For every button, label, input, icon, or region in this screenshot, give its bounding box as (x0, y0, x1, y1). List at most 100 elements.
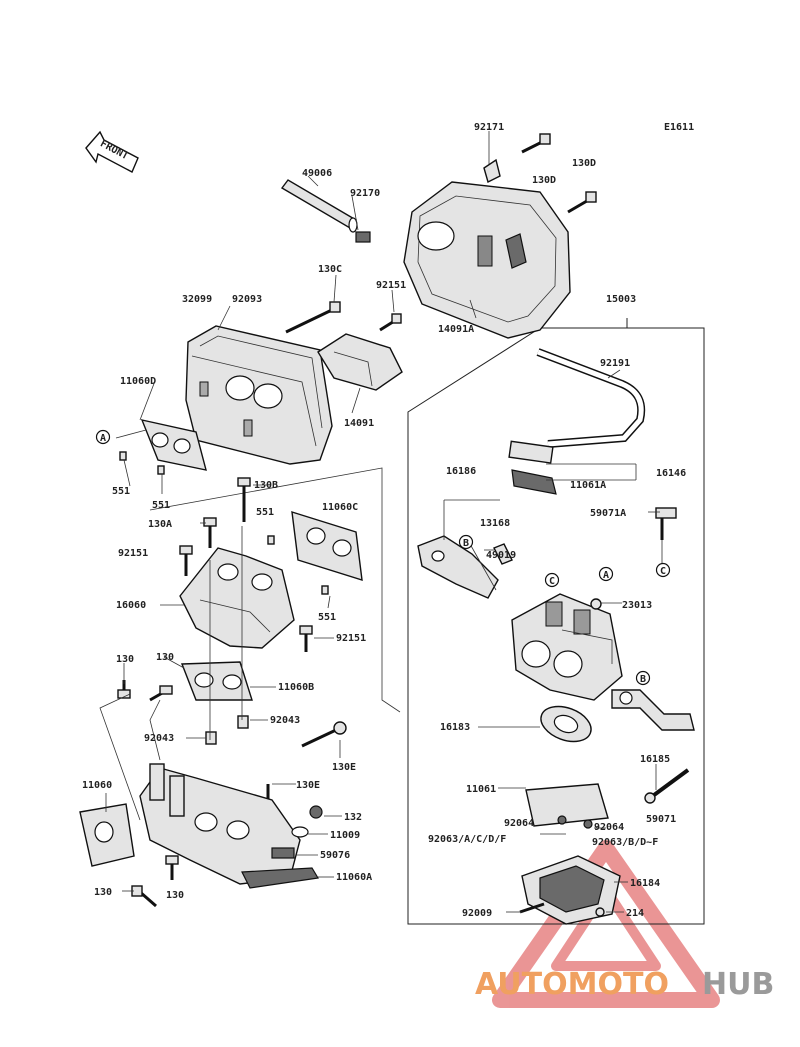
bolt-130b (237, 477, 251, 522)
manifold-frame (149, 467, 401, 713)
label-23013: 23013 (622, 600, 652, 611)
label-130e-2: 130E (296, 780, 320, 791)
leader-lines (99, 131, 663, 913)
gasket-11060c (291, 511, 363, 581)
ref-circle-a-left: A (95, 429, 111, 445)
bolt-130d-top (521, 133, 551, 154)
bolt-92151-mid (179, 545, 193, 576)
clamp (483, 158, 501, 184)
collar-92043-b (237, 715, 249, 729)
label-11060b: 11060B (278, 682, 314, 693)
label-551-d: 551 (318, 612, 336, 623)
bolt-130-b (149, 685, 173, 702)
part-59076 (271, 847, 295, 859)
label-92063-acdf: 92063/A/C/D/F (428, 834, 506, 845)
label-551-c: 551 (256, 507, 274, 518)
fitting-16146 (508, 440, 554, 464)
label-92191: 92191 (600, 358, 630, 369)
float-bowl-16184 (521, 855, 621, 925)
label-92093: 92093 (232, 294, 262, 305)
label-16184: 16184 (630, 878, 660, 889)
gasket-11060a (241, 867, 319, 889)
label-551-b: 551 (152, 500, 170, 511)
carburetor-body (511, 593, 623, 701)
label-92151-right: 92151 (336, 633, 366, 644)
bolt-130-d (165, 855, 179, 880)
label-92043-a: 92043 (144, 733, 174, 744)
label-16186: 16186 (446, 466, 476, 477)
gasket-11060b (180, 661, 253, 701)
spring-49019 (493, 543, 513, 565)
bracket (317, 333, 403, 391)
ref-circle-c-mid: C (544, 572, 560, 588)
air-box (403, 181, 571, 339)
label-16146: 16146 (656, 468, 686, 479)
label-11061: 11061 (466, 784, 496, 795)
label-11060c: 11060C (322, 502, 358, 513)
label-130b: 130B (254, 480, 278, 491)
manifold-16060 (179, 547, 295, 649)
label-11060: 11060 (82, 780, 112, 791)
label-59071: 59071 (646, 814, 676, 825)
label-92063-bdf: 92063/B/D~F (592, 837, 658, 848)
label-130c: 130C (318, 264, 342, 275)
dowel-551-b (157, 465, 165, 475)
fuel-hose (536, 348, 646, 448)
label-92151-mid: 92151 (118, 548, 148, 559)
ref-circle-b-left: B (458, 534, 474, 550)
label-214: 214 (626, 908, 644, 919)
ref-circle-a-right: A (598, 566, 614, 582)
diagram-code: E1611 (664, 122, 694, 133)
ref-label: B (640, 674, 646, 685)
label-92151-top: 92151 (376, 280, 406, 291)
label-130a: 130A (148, 519, 172, 530)
dowel-551-c (267, 535, 275, 545)
bolt-130d-right (567, 191, 597, 214)
label-11060a: 11060A (336, 872, 372, 883)
label-130-a: 130 (116, 654, 134, 665)
throttle-linkage (611, 689, 695, 731)
dowel-551-d (321, 585, 329, 595)
bolt-130e (301, 721, 347, 748)
watermark-text-1: AUTOMOTO (475, 967, 669, 1002)
screw-214 (595, 907, 605, 917)
ref-label: C (549, 576, 555, 587)
intake-base (139, 763, 301, 885)
front-arrow-icon: FRONT (85, 130, 139, 173)
label-14091: 14091 (344, 418, 374, 429)
label-130-d: 130 (166, 890, 184, 901)
ref-label: A (100, 433, 106, 444)
label-11061a: 11061A (570, 480, 606, 491)
ref-label: B (463, 538, 469, 549)
screw-92064-b (583, 819, 593, 829)
carburetor-assembly-frame (407, 318, 705, 925)
screw-92064-a (557, 815, 567, 825)
label-130e-1: 130E (332, 762, 356, 773)
gasket-11060 (79, 803, 135, 867)
label-92064-a: 92064 (504, 818, 534, 829)
screw-92009 (519, 902, 545, 914)
label-92170: 92170 (350, 188, 380, 199)
label-92171: 92171 (474, 122, 504, 133)
gasket-11061 (525, 783, 609, 827)
label-14091a: 14091A (438, 324, 474, 335)
bolt-130c (285, 301, 341, 334)
label-59076: 59076 (320, 850, 350, 861)
label-16060: 16060 (116, 600, 146, 611)
bolt-130a (203, 517, 217, 548)
label-11060d: 11060D (120, 376, 156, 387)
clip (355, 231, 371, 243)
label-15003: 15003 (606, 294, 636, 305)
label-130d-2: 130D (532, 175, 556, 186)
label-130d-1: 130D (572, 158, 596, 169)
gasket-11009 (291, 826, 309, 838)
bolt-92151-top (379, 313, 402, 332)
label-130-b: 130 (156, 652, 174, 663)
diaphragm-16183 (540, 705, 592, 743)
label-49006: 49006 (302, 168, 332, 179)
label-32099: 32099 (182, 294, 212, 305)
bolt-92151-right (299, 625, 313, 652)
hose (280, 179, 358, 233)
ref-circle-c-right: C (655, 562, 671, 578)
